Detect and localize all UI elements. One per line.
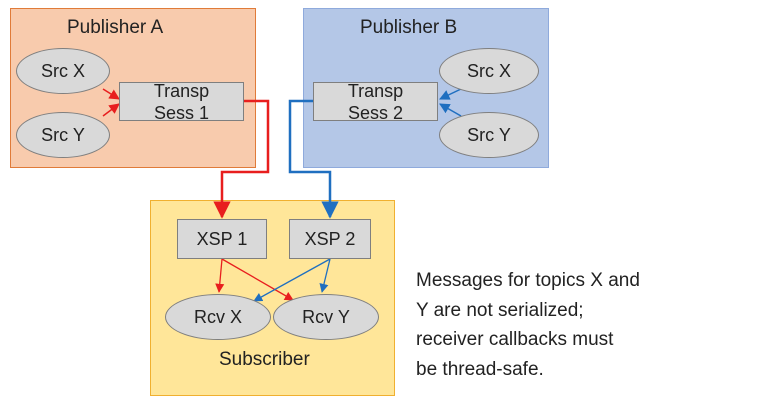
publisher-b-title: Publisher B: [360, 17, 458, 38]
arrow-xsp2-to-rcvx: [253, 258, 331, 302]
transport-session-2: Transp Sess 2: [313, 80, 438, 123]
session-label-line2: Sess 1: [153, 102, 210, 123]
arrow-srcy-a-to-sess1: [102, 103, 120, 117]
xsp-label: XSP 1: [196, 229, 248, 249]
xsp-1: XSP 1: [177, 219, 267, 259]
publisher-a-src-x: Src X: [16, 48, 110, 94]
publisher-b-src-x: Src X: [439, 48, 539, 94]
path-sess2-to-xsp2: [288, 99, 339, 219]
publisher-b-src-y: Src Y: [439, 112, 539, 158]
xsp-label: XSP 2: [304, 229, 356, 249]
src-label: Src Y: [41, 124, 85, 145]
session-label-line2: Sess 2: [347, 102, 404, 123]
session-label-line1: Transp: [347, 80, 404, 101]
arrow-xsp1-to-rcvy: [221, 258, 294, 301]
arrow-srcx-b-to-sess2: [439, 88, 462, 100]
receiver-x: Rcv X: [165, 294, 271, 340]
publisher-a-title: Publisher A: [67, 17, 164, 38]
thread-safety-note: Messages for topics X and Y are not seri…: [416, 266, 716, 384]
arrow-srcx-a-to-sess1: [102, 88, 120, 100]
receiver-label: Rcv X: [193, 306, 242, 327]
src-label: Src Y: [467, 124, 511, 145]
note-line: receiver callbacks must: [416, 329, 614, 350]
receiver-label: Rcv Y: [302, 306, 350, 327]
xsp-2: XSP 2: [289, 219, 371, 259]
src-label: Src X: [40, 60, 85, 81]
session-label-line1: Transp: [153, 80, 210, 101]
receiver-y: Rcv Y: [273, 294, 379, 340]
path-sess1-to-xsp1: [213, 99, 270, 219]
src-label: Src X: [466, 60, 511, 81]
arrow-xsp1-to-rcvx: [215, 258, 225, 293]
note-line: Y are not serialized;: [416, 299, 584, 321]
arrow-srcy-b-to-sess2: [439, 103, 462, 117]
subscriber-title: Subscriber: [219, 349, 310, 370]
transport-session-1: Transp Sess 1: [119, 80, 244, 123]
publisher-a-src-y: Src Y: [16, 112, 110, 158]
note-line: Messages for topics X and: [416, 270, 640, 291]
arrow-xsp2-to-rcvy: [319, 258, 331, 293]
note-line: be thread-safe.: [416, 358, 544, 380]
